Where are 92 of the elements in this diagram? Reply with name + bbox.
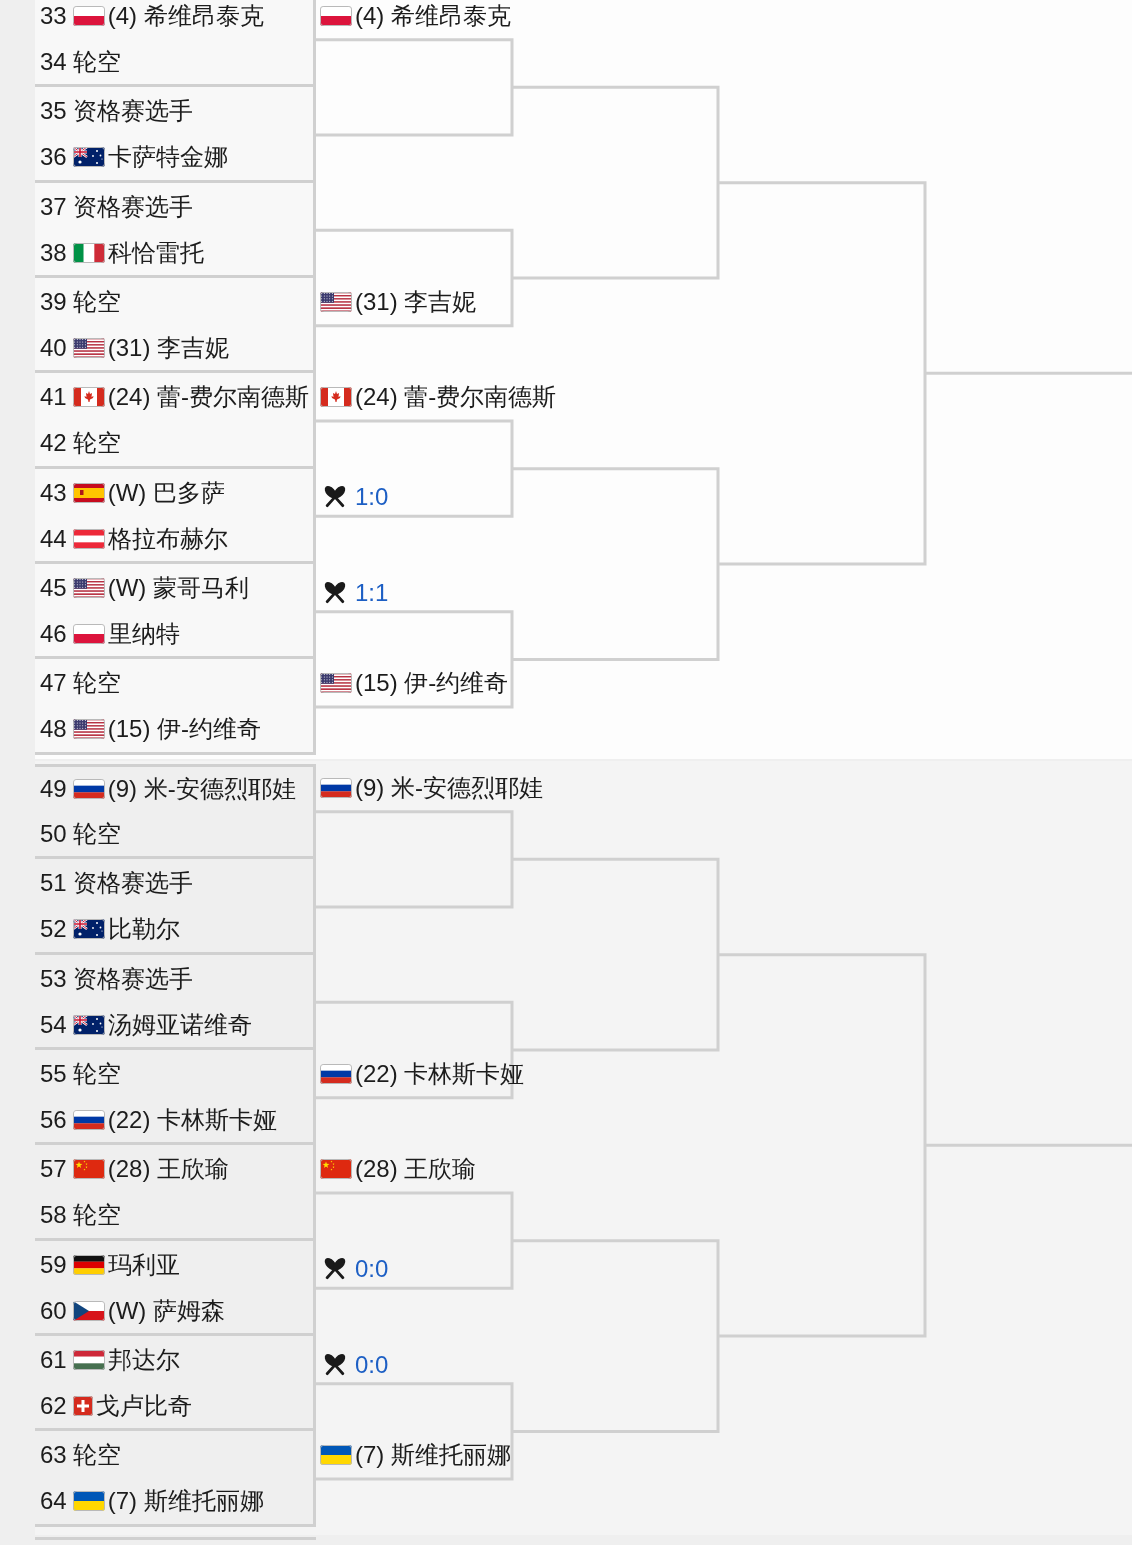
player-name: 玛利亚 [107, 1252, 180, 1277]
player-name: 里纳特 [107, 622, 180, 647]
player-name: (7) 斯维托丽娜 [107, 1489, 264, 1514]
score: 0:0 [355, 1257, 389, 1282]
draw-row [35, 0, 316, 40]
draw-number: 49 [40, 777, 67, 802]
draw-number: 63 [40, 1443, 67, 1468]
player-name: 轮空 [72, 1203, 121, 1228]
player-name: 汤姆亚诺维奇 [107, 1012, 252, 1037]
player-name: 格拉布赫尔 [107, 526, 228, 551]
player-name: (31) 李吉妮 [107, 336, 230, 360]
draw-row [35, 373, 316, 421]
draw-number: 37 [40, 194, 67, 219]
player-name: (W) 蒙哥马利 [107, 575, 249, 600]
player-name: (31) 李吉妮 [355, 289, 477, 314]
draw-number: 45 [40, 575, 67, 600]
player-name: (W) 巴多萨 [107, 480, 225, 505]
player-name: (W) 萨姆森 [107, 1298, 225, 1323]
player-name: 比勒尔 [107, 917, 180, 942]
player-name: (9) 米-安德烈耶娃 [107, 777, 296, 802]
player-name: (4) 希维昂泰克 [355, 3, 511, 28]
player-name: 轮空 [72, 1061, 121, 1086]
player-name: (7) 斯维托丽娜 [355, 1443, 511, 1468]
player-name: 资格赛选手 [72, 194, 193, 219]
draw-row [35, 230, 316, 278]
draw-number: 35 [40, 99, 67, 124]
score: 1:0 [355, 485, 389, 510]
player-name: 邦达尔 [107, 1347, 180, 1372]
draw-row [35, 87, 316, 135]
draw-number: 44 [40, 526, 67, 551]
player-name: 卡萨特金娜 [107, 145, 228, 170]
draw-number: 54 [40, 1012, 67, 1037]
player-name: 戈卢比奇 [95, 1394, 192, 1419]
draw-number: 59 [40, 1252, 67, 1277]
player-name: (24) 蕾-费尔南德斯 [355, 385, 557, 409]
draw-number: 57 [40, 1157, 67, 1182]
score: 0:0 [355, 1352, 389, 1377]
draw-row [35, 707, 316, 755]
player-name: 科恰雷托 [107, 240, 204, 265]
draw-number: 48 [40, 717, 67, 742]
player-name: 轮空 [72, 50, 121, 74]
player-name: (15) 伊-约维奇 [107, 717, 262, 742]
draw-row [35, 39, 316, 88]
player-name: 资格赛选手 [72, 99, 193, 124]
draw-number: 51 [40, 871, 67, 896]
draw-row [35, 182, 316, 231]
draw-row [35, 468, 316, 517]
draw-number: 41 [40, 385, 67, 410]
draw-number: 47 [40, 671, 67, 696]
draw-number: 61 [40, 1347, 67, 1372]
draw-number: 46 [40, 622, 67, 647]
draw-number: 53 [40, 966, 67, 991]
draw-number: 58 [40, 1203, 67, 1228]
draw-number: 62 [40, 1394, 67, 1419]
player-name: 轮空 [72, 822, 121, 846]
draw-number: 42 [40, 431, 67, 456]
player-name: (22) 卡林斯卡娅 [355, 1061, 525, 1086]
player-name: (9) 米-安德烈耶娃 [355, 775, 543, 800]
draw-number: 40 [40, 336, 67, 360]
player-name: (4) 希维昂泰克 [107, 3, 264, 28]
draw-row [35, 135, 316, 183]
draw-number: 43 [40, 480, 67, 505]
draw-row [35, 516, 316, 564]
draw-number: 55 [40, 1061, 67, 1086]
draw-number: 33 [40, 3, 67, 28]
draw-number: 50 [40, 822, 67, 846]
player-name: 轮空 [72, 289, 121, 314]
draw-number: 38 [40, 240, 67, 265]
draw-row [35, 564, 316, 612]
draw-number: 39 [40, 289, 67, 314]
draw-row [35, 659, 316, 708]
draw-number: 52 [40, 917, 67, 942]
draw-number: 36 [40, 145, 67, 170]
draw-number: 34 [40, 50, 67, 74]
draw-number: 56 [40, 1108, 67, 1132]
player-name: 轮空 [72, 1443, 121, 1468]
player-name: 资格赛选手 [72, 871, 193, 896]
player-name: (22) 卡林斯卡娅 [107, 1108, 278, 1132]
player-name: 资格赛选手 [72, 966, 193, 991]
draw-row [35, 421, 316, 469]
player-name: (15) 伊-约维奇 [355, 671, 509, 696]
draw-row [35, 325, 316, 374]
draw-row [35, 611, 316, 660]
draw-number: 64 [40, 1489, 67, 1514]
player-name: 轮空 [72, 671, 121, 696]
player-name: (24) 蕾-费尔南德斯 [107, 385, 310, 410]
player-name: 轮空 [72, 431, 121, 456]
draw-row [35, 278, 316, 326]
draw-number: 60 [40, 1298, 67, 1323]
player-name: (28) 王欣瑜 [107, 1157, 230, 1182]
score: 1:1 [355, 580, 389, 605]
player-name: (28) 王欣瑜 [355, 1157, 477, 1181]
